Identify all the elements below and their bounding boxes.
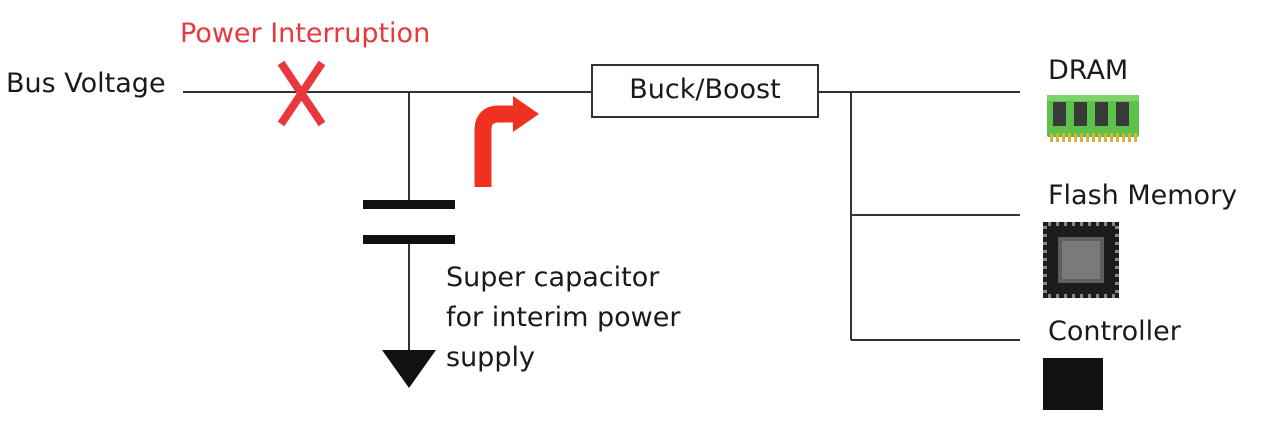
dram-icon (1047, 95, 1139, 142)
super-capacitor-label-line: Super capacitor (446, 262, 660, 293)
controller-chip-icon (1043, 358, 1103, 410)
interruption-x-icon (277, 60, 326, 127)
dram-label: DRAM (1048, 55, 1129, 86)
super-capacitor-label: Super capacitor for interim power supply (446, 258, 680, 378)
flash-chip-icon (1043, 222, 1119, 298)
buck-boost-label: Buck/Boost (629, 74, 781, 105)
super-capacitor-label-line: supply (446, 342, 535, 373)
flash-memory-label: Flash Memory (1048, 180, 1238, 211)
super-capacitor-label-line: for interim power (446, 302, 681, 333)
capacitor-plate-top (363, 200, 455, 209)
controller-label: Controller (1048, 316, 1181, 347)
power-interruption-label: Power Interruption (180, 18, 431, 49)
power-flow-arrow-icon (474, 96, 539, 187)
bus-voltage-label: Bus Voltage (6, 68, 166, 99)
capacitor-plate-bottom (363, 235, 455, 244)
ground-symbol-icon (382, 350, 436, 388)
